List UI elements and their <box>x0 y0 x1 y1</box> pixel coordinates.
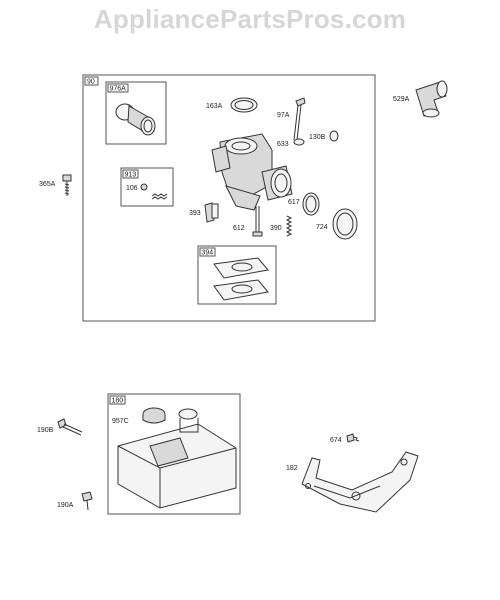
group-label-913: 913 <box>125 172 137 179</box>
part-label-106: 106 <box>126 185 138 192</box>
gasket-ring-163a-inner <box>234 100 254 110</box>
part-label-130b: 130B <box>309 134 326 141</box>
carburetor-body <box>211 133 293 237</box>
group-box-913-tag <box>122 169 139 179</box>
group-label-394: 394 <box>202 250 214 257</box>
group-label-90: 90 <box>87 79 95 86</box>
air-intake-tube-part <box>115 103 156 136</box>
group-box-394 <box>197 245 277 305</box>
o-ring-617-inner <box>305 195 317 213</box>
part-label-97a: 97A <box>277 112 290 119</box>
part-label-190b: 190B <box>37 427 54 434</box>
part-label-957c: 957C <box>112 418 129 425</box>
screw-190a <box>81 491 93 511</box>
part-label-612: 612 <box>233 225 245 232</box>
throttle-shaft-97a <box>293 97 306 141</box>
part-label-617: 617 <box>288 199 300 206</box>
group-box-976a-tag <box>107 83 129 93</box>
group-box-976a <box>105 81 167 145</box>
screw-674 <box>346 433 360 443</box>
fuel-tank-body <box>117 408 237 509</box>
screw-365a <box>62 174 72 196</box>
part-label-633: 633 <box>277 141 289 148</box>
group-box-90 <box>82 74 376 322</box>
group-box-180 <box>107 393 241 515</box>
group-box-180-tag <box>109 395 126 405</box>
gasket-kit-394 <box>213 257 269 301</box>
part-label-390: 390 <box>270 225 282 232</box>
fuel-cap-957c <box>142 407 166 424</box>
part-label-190a: 190A <box>57 502 74 509</box>
seal-633 <box>293 138 305 146</box>
needle-and-spring-part <box>140 183 168 200</box>
washer-130b <box>329 130 339 142</box>
watermark-logo: AppliancePartsPros.com <box>93 4 407 34</box>
part-label-529a: 529A <box>393 96 410 103</box>
bracket-393-clip <box>211 203 219 219</box>
group-box-394-tag <box>199 247 216 257</box>
gasket-724-inner <box>336 212 354 236</box>
bolt-190b <box>57 418 83 436</box>
part-label-365a: 365A <box>39 181 56 188</box>
part-label-724: 724 <box>316 224 328 231</box>
group-label-180: 180 <box>112 398 124 405</box>
part-label-163a: 163A <box>206 103 223 110</box>
part-label-674: 674 <box>330 437 342 444</box>
group-box-913 <box>120 167 174 207</box>
elbow-fitting-529a <box>415 80 448 118</box>
throttle-bracket-182 <box>301 451 419 513</box>
part-label-393: 393 <box>189 210 201 217</box>
group-box-90-tag <box>84 76 99 86</box>
part-label-182: 182 <box>286 465 298 472</box>
group-label-976a: 976A <box>110 86 127 93</box>
spring-390 <box>285 215 293 237</box>
